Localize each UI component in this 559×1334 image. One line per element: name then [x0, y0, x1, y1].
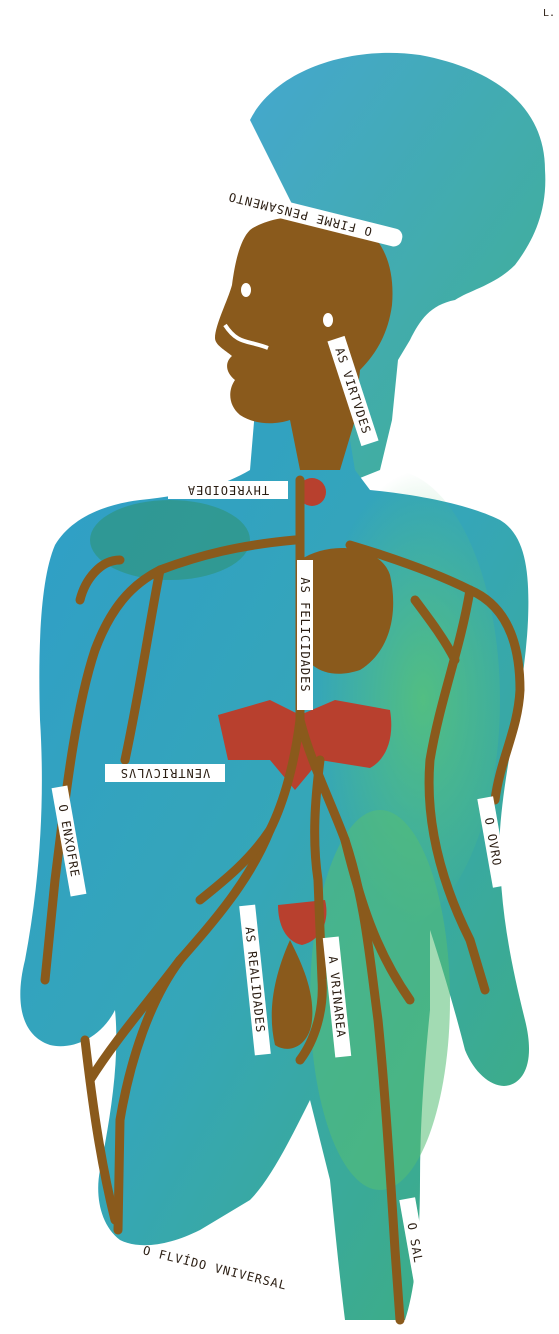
label-ventricles: VENTRICVLVS: [120, 766, 210, 780]
label-felicities: AS FELICIDADES: [298, 577, 312, 692]
label-thyroid: THYREOIDEA: [187, 483, 269, 497]
corner-mark: L.: [543, 8, 555, 19]
eye-left: [241, 283, 251, 297]
label-universal-fluid: O FLVÍDO VNIVERSAL: [141, 1242, 288, 1292]
eye-right: [323, 313, 333, 327]
